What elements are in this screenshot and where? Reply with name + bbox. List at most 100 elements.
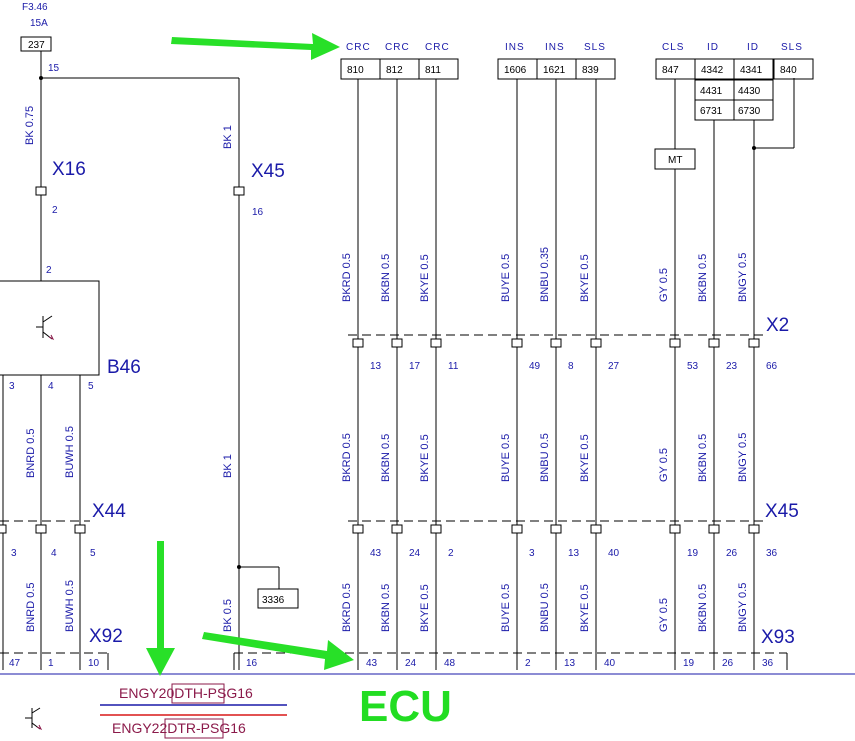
x2-pin-8 — [748, 338, 760, 348]
x2-pin-number-0: 13 — [370, 361, 382, 372]
wire-label-bnrd-lower: BNRD 0.5 — [25, 582, 37, 632]
wire-label-bk1-top: BK 1 — [222, 125, 234, 149]
x93-pin-number-5: 40 — [604, 658, 616, 669]
ecu-label: ECU — [359, 682, 452, 731]
b46-pin-5: 5 — [88, 381, 94, 392]
ecu-wire-label-7-0: BKBN 0.5 — [697, 254, 709, 302]
ecu-wire-label-0-2: BKRD 0.5 — [341, 583, 353, 632]
group-label-9: SLS — [781, 42, 803, 53]
group-label-6: CLS — [662, 42, 684, 53]
ecu-wire-label-5-2: BKYE 0.5 — [579, 584, 591, 632]
x2-pin-0 — [352, 338, 364, 348]
wire-label-bnrd-upper: BNRD 0.5 — [25, 428, 37, 478]
ecu-wire-label-2-2: BKYE 0.5 — [419, 584, 431, 632]
ecu-wire-label-0-0: BKRD 0.5 — [341, 253, 353, 302]
ecu-wire-label-5-0: BKYE 0.5 — [579, 254, 591, 302]
variant-label-1: ENGY20DTH-PSG16 — [119, 685, 253, 701]
group-label-0: CRC — [346, 42, 371, 53]
ecu-wire-label-1-2: BKBN 0.5 — [380, 584, 392, 632]
group-label-4: INS — [545, 42, 565, 53]
x92-pin-47: 47 — [9, 658, 21, 669]
wire-code-8: 4341 — [740, 65, 763, 76]
ecu-wire-label-3-0: BUYE 0.5 — [500, 254, 512, 302]
ecu-wire-label-4-2: BNBU 0.5 — [539, 583, 551, 632]
x2-pin-number-7: 23 — [726, 361, 738, 372]
x2-pin-number-6: 53 — [687, 361, 699, 372]
x16-pin-number: 2 — [52, 205, 58, 216]
x45-top-pin-number: 16 — [252, 207, 264, 218]
x93-pin-number-0: 43 — [366, 658, 378, 669]
id-code-6730: 6730 — [738, 106, 761, 117]
x45-pin-2 — [430, 524, 442, 534]
wire-code-9: 840 — [780, 65, 797, 76]
x45-pin-number-4: 13 — [568, 548, 580, 559]
wire-code-4: 1621 — [543, 65, 566, 76]
id-code-box-6730 — [733, 99, 774, 121]
ecu-wire-label-2-1: BKYE 0.5 — [419, 434, 431, 482]
wire-label-bk075: BK 0.75 — [24, 106, 36, 145]
ecu-wire-label-1-0: BKBN 0.5 — [380, 254, 392, 302]
mt-box — [654, 148, 696, 170]
x44-pin-5 — [74, 524, 86, 534]
ecu-wire-label-6-2: GY 0.5 — [658, 598, 670, 632]
variant-transistor-icon — [25, 707, 43, 731]
x45-pin-5 — [590, 524, 602, 534]
x45-pin-number-6: 19 — [687, 548, 699, 559]
x45-pin-number-5: 40 — [608, 548, 620, 559]
ecu-wire-label-2-0: BKYE 0.5 — [419, 254, 431, 302]
wire-code-7: 4342 — [701, 65, 724, 76]
ecu-wire-label-8-1: BNGY 0.5 — [737, 433, 749, 482]
green-arrow-to-codes — [171, 33, 340, 60]
x2-pin-number-2: 11 — [448, 361, 459, 372]
x45-pin-number-3: 3 — [529, 548, 535, 559]
wire-label-buwh-lower: BUWH 0.5 — [64, 580, 76, 632]
ecu-wire-label-0-1: BKRD 0.5 — [341, 433, 353, 482]
wire-code-box-4341 — [733, 58, 774, 80]
connector-x92: X92 — [89, 626, 123, 647]
x45-pin-number-2: 2 — [448, 548, 454, 559]
group-label-2: CRC — [425, 42, 450, 53]
x2-pin-number-4: 8 — [568, 361, 574, 372]
x2-pin-number-3: 49 — [529, 361, 541, 372]
x44-pin-label-4: 4 — [51, 548, 57, 559]
component-b46: B46 — [107, 357, 141, 378]
x93-pin-number-7: 26 — [722, 658, 734, 669]
id-code-6731: 6731 — [700, 106, 723, 117]
connector-x93: X93 — [761, 627, 795, 648]
x45-pin-0 — [352, 524, 364, 534]
b46-pin-3: 3 — [9, 381, 15, 392]
x45-pin-4 — [550, 524, 562, 534]
b46-top-pin: 2 — [46, 265, 52, 276]
splice-box — [257, 588, 299, 609]
x93-pin-number-2: 48 — [444, 658, 456, 669]
connector-x2: X2 — [766, 315, 789, 336]
x44-pin-label-3: 3 — [11, 548, 17, 559]
x93-pin-number-3: 2 — [525, 658, 531, 669]
x45-pin-8 — [748, 524, 760, 534]
x45-pin-number-8: 36 — [766, 548, 778, 559]
id-code-4430: 4430 — [738, 86, 761, 97]
connector-x16: X16 — [52, 159, 86, 180]
ecu-wire-label-7-1: BKBN 0.5 — [697, 434, 709, 482]
connector-x44: X44 — [92, 501, 126, 522]
x44-pin-3 — [0, 524, 7, 534]
x93-pin-number-4: 13 — [564, 658, 576, 669]
x45-pin-7 — [708, 524, 720, 534]
ecu-wire-label-5-1: BKYE 0.5 — [579, 434, 591, 482]
id-code-4431: 4431 — [700, 86, 723, 97]
group-label-3: INS — [505, 42, 525, 53]
wire-label-buwh-upper: BUWH 0.5 — [64, 426, 76, 478]
x2-pin-1 — [391, 338, 403, 348]
wire-code-1: 812 — [386, 65, 403, 76]
x45-pin-3 — [511, 524, 523, 534]
x44-pin-4 — [35, 524, 47, 534]
x2-pin-7 — [708, 338, 720, 348]
wire-code-2: 811 — [425, 65, 441, 76]
x45-pin-number-7: 26 — [726, 548, 738, 559]
x92-pin-1: 1 — [48, 658, 54, 669]
wire-code-6: 847 — [662, 65, 679, 76]
wire-code-3: 1606 — [504, 65, 527, 76]
wire-code-5: 839 — [582, 65, 599, 76]
